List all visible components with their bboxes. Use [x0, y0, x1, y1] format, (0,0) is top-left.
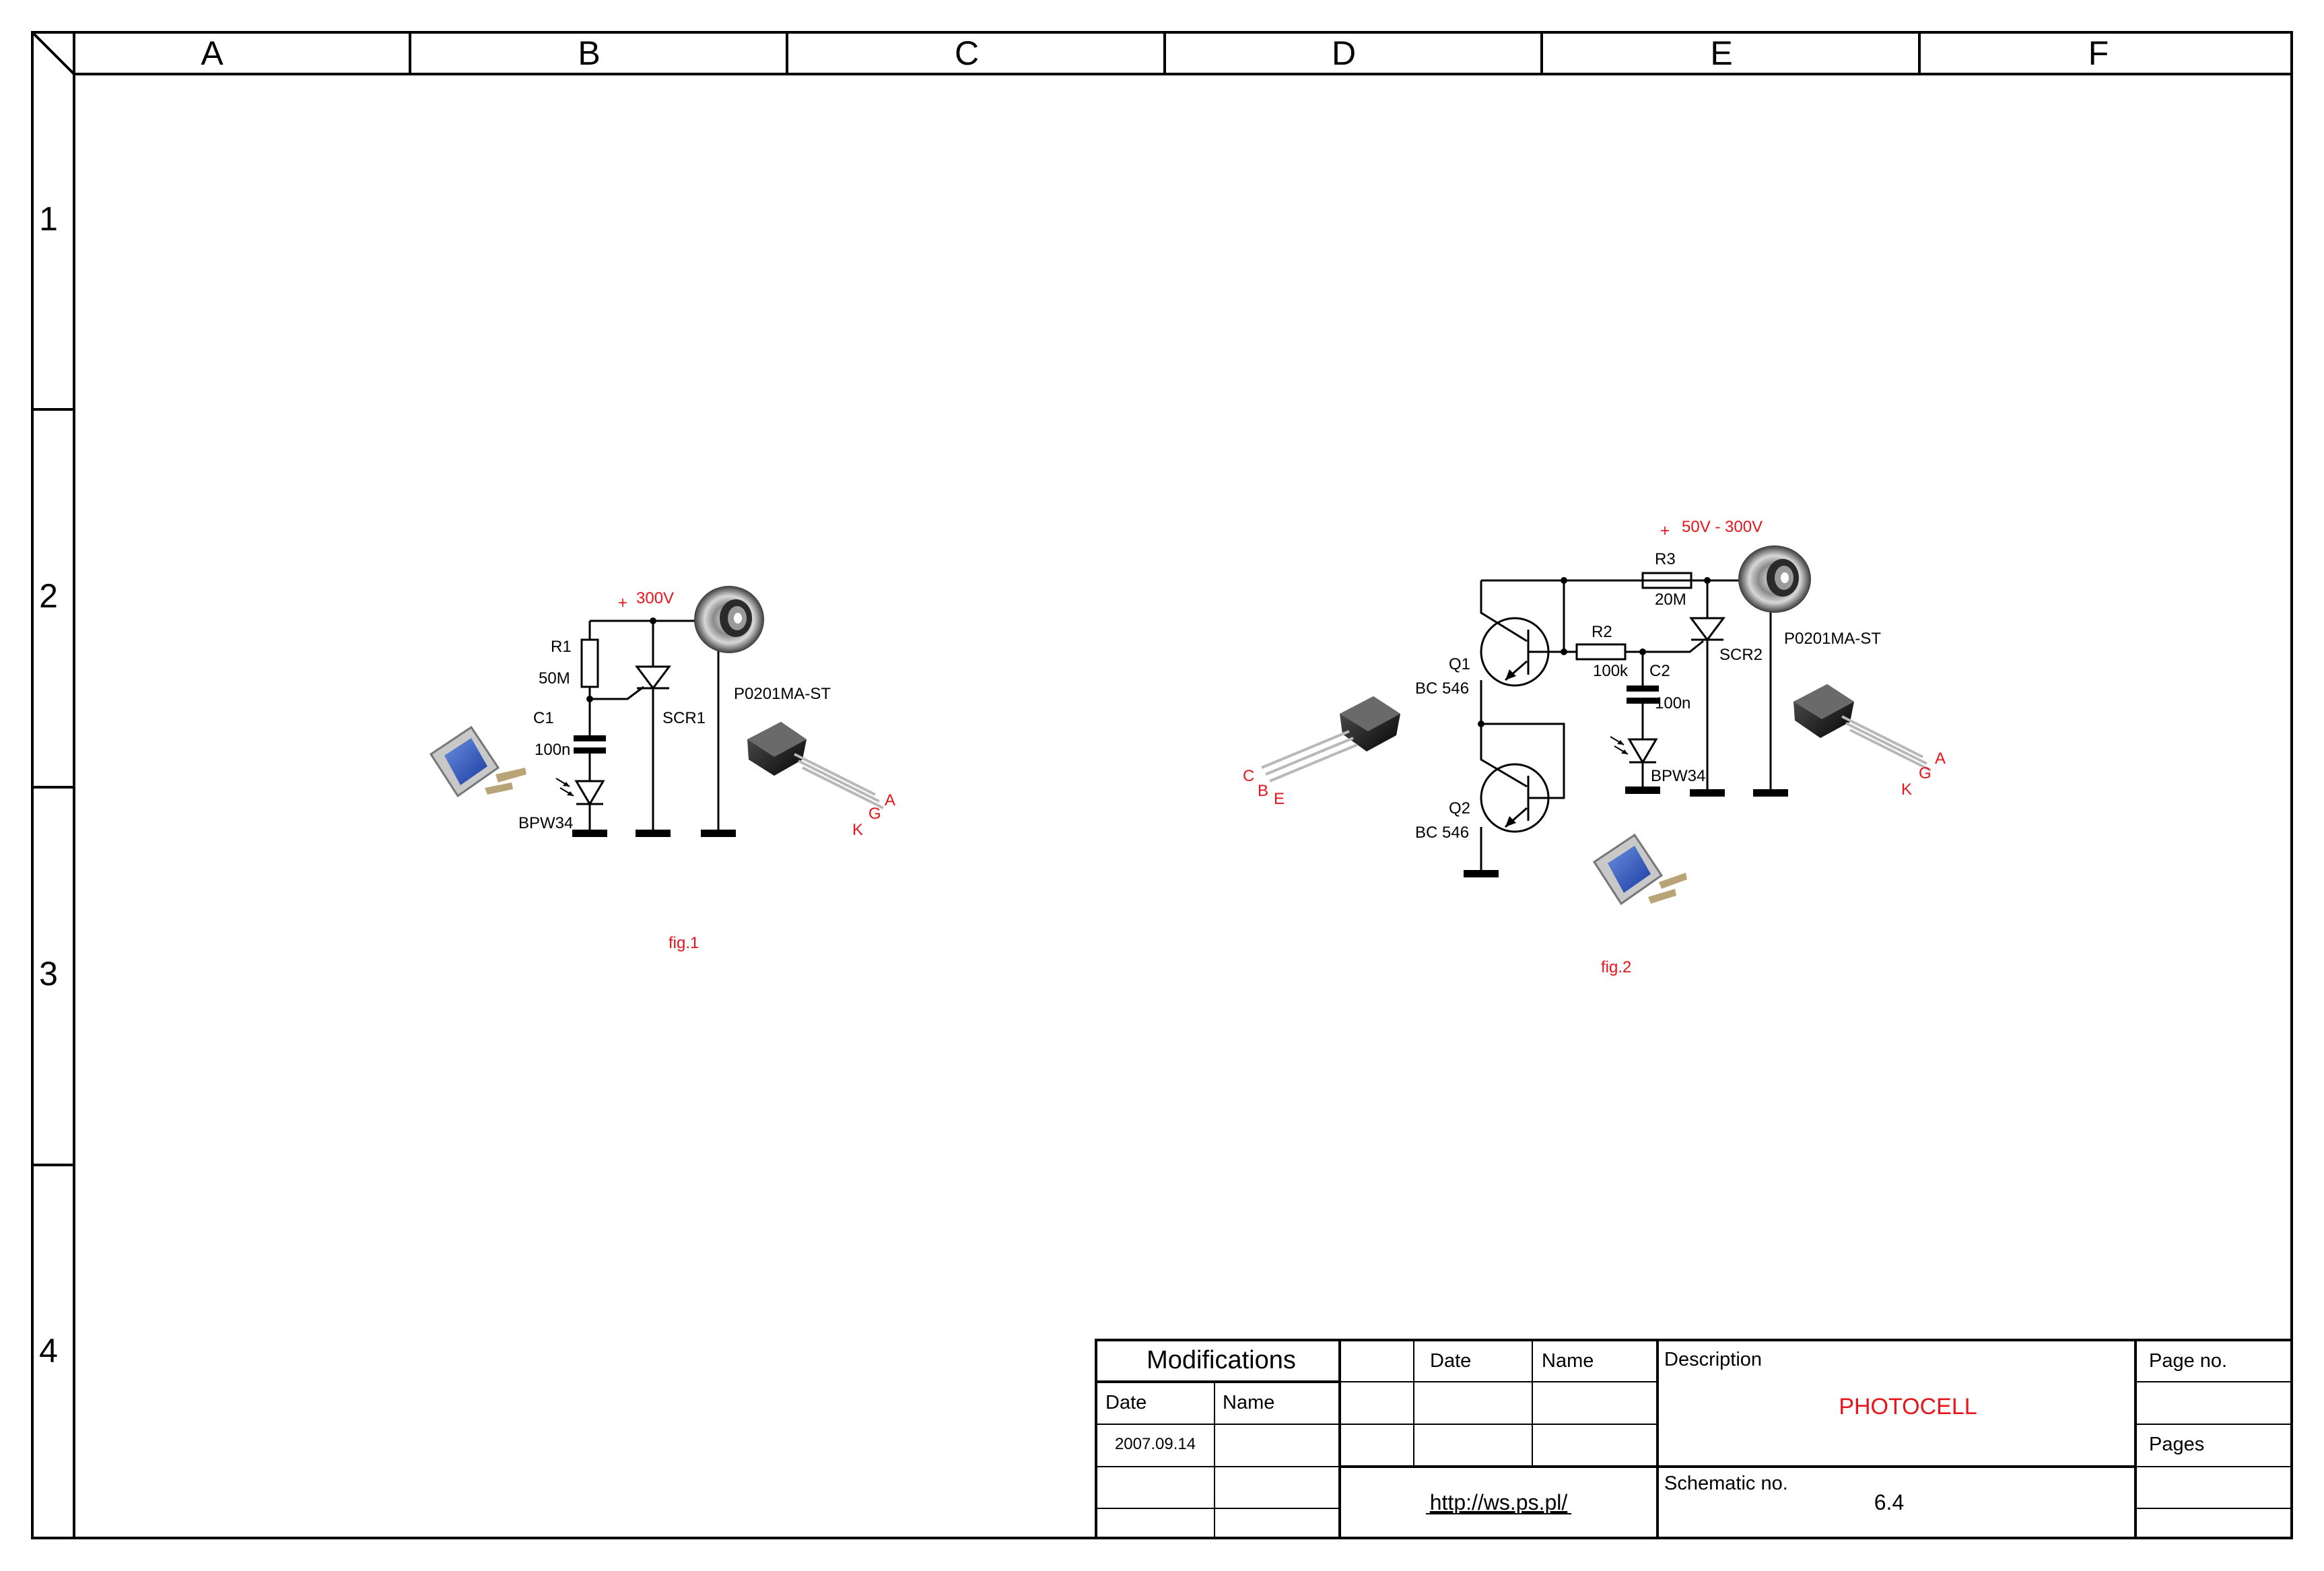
- fig1-plus-sign: +: [618, 594, 627, 612]
- fig2-circuit: [1464, 572, 1788, 877]
- column-label-c: C: [955, 34, 979, 72]
- fig2-q1-type: BC 546: [1415, 679, 1469, 698]
- column-label-d: D: [1332, 34, 1356, 72]
- fig2-photodiode-image: [1592, 833, 1687, 906]
- column-labels: A B C D E F: [201, 34, 2109, 72]
- fig2-r3-value: 20M: [1655, 591, 1686, 609]
- q2-transistor-symbol: [1480, 763, 1550, 833]
- row-labels: 1 2 3 4: [39, 200, 58, 1370]
- fig1-photodiode-image: [429, 725, 526, 798]
- fig1-thyristor-part: P0201MA-ST: [734, 685, 831, 703]
- row-label-1: 1: [39, 200, 58, 238]
- fig1-scr1-ref: SCR1: [662, 709, 706, 727]
- column-label-b: B: [578, 34, 600, 72]
- name-header-2: Name: [1542, 1350, 1594, 1372]
- r1-resistor: [580, 638, 599, 688]
- page-no-label: Page no.: [2149, 1350, 2227, 1372]
- fig2-q2-type: BC 546: [1415, 824, 1469, 842]
- fig2-pin-e: E: [1274, 790, 1285, 808]
- pages-label: Pages: [2149, 1434, 2204, 1455]
- fig2-pin-a: A: [1935, 749, 1946, 768]
- fig2-q1-ref: Q1: [1449, 655, 1470, 673]
- website-link[interactable]: http://ws.ps.pl/: [1430, 1490, 1568, 1514]
- c2-capacitor: [1627, 686, 1659, 692]
- column-label-f: F: [2088, 34, 2109, 72]
- fig2-caption: fig.2: [1601, 958, 1631, 976]
- row-label-3: 3: [39, 955, 58, 993]
- mod-date-header: Date: [1105, 1392, 1147, 1413]
- mod-name-header: Name: [1223, 1392, 1274, 1413]
- fig2-pin-b: B: [1258, 782, 1268, 800]
- fig1-c1-ref: C1: [533, 709, 554, 727]
- fig2-transistor-package-image: [1261, 696, 1400, 782]
- fig1-voltage-label: 300V: [636, 589, 674, 607]
- fig2-c2-value: 100n: [1655, 694, 1690, 712]
- fig1-bpw34-label: BPW34: [518, 814, 573, 832]
- fig1-r1-ref: R1: [551, 638, 572, 656]
- fig1-c1-value: 100n: [535, 741, 570, 759]
- fig2-pin-k: K: [1901, 780, 1912, 799]
- fig1-pin-k: K: [852, 821, 863, 839]
- fig2-bpw34-label: BPW34: [1651, 767, 1705, 785]
- fig2-voltage-label: 50V - 300V: [1682, 518, 1763, 536]
- schematic-no-value: 6.4: [1874, 1490, 1904, 1514]
- fig2-bpw34-diode-symbol: [1627, 738, 1658, 764]
- scr1-symbol: [635, 665, 671, 690]
- fig2-r2-value: 100k: [1593, 662, 1629, 680]
- scr2-symbol: [1689, 617, 1725, 642]
- c1-capacitor: [574, 735, 606, 741]
- r2-resistor: [1575, 643, 1627, 661]
- fig1-caption: fig.1: [669, 934, 699, 952]
- sheet-frame: [31, 31, 2293, 1539]
- fig1-pin-a: A: [885, 791, 895, 809]
- fig1-circuit: [555, 617, 736, 837]
- fig1-thyristor-package-image: [747, 722, 884, 809]
- fig2-thyristor-part: P0201MA-ST: [1784, 630, 1881, 648]
- fig2-scr2-ref: SCR2: [1719, 646, 1763, 664]
- modifications-heading: Modifications: [1147, 1346, 1296, 1374]
- bpw34-diode-symbol: [574, 780, 605, 806]
- fig2-q2-ref: Q2: [1449, 799, 1470, 817]
- drawing-title: PHOTOCELL: [1839, 1394, 1977, 1419]
- fig2-r3-ref: R3: [1655, 550, 1676, 568]
- fig2-labels: + 50V - 300V R3 20M R2 100k C2 100n SCR2…: [1243, 518, 1946, 976]
- fig2-pin-c: C: [1243, 767, 1254, 785]
- mod-date-value: 2007.09.14: [1115, 1435, 1196, 1453]
- fig2-pin-g: G: [1919, 764, 1932, 782]
- fig2-c2-ref: C2: [1649, 662, 1670, 680]
- title-block-text: Modifications Date Name 2007.09.14 Date …: [1105, 1346, 2227, 1514]
- fig2-r2-ref: R2: [1592, 623, 1612, 641]
- column-label-e: E: [1710, 34, 1732, 72]
- schematic-no-label: Schematic no.: [1664, 1473, 1788, 1494]
- fig1-r1-value: 50M: [539, 669, 570, 688]
- fig1-buzzer-image: [694, 586, 764, 653]
- column-label-a: A: [201, 34, 224, 72]
- fig2-plus-sign: +: [1660, 522, 1670, 540]
- title-block: [1095, 1339, 2293, 1539]
- fig2-thyristor-package-image: [1793, 684, 1932, 772]
- description-label: Description: [1664, 1349, 1762, 1370]
- row-label-4: 4: [39, 1332, 58, 1370]
- fig1-pin-g: G: [868, 805, 881, 823]
- row-label-2: 2: [39, 577, 58, 615]
- date-header-2: Date: [1430, 1350, 1471, 1372]
- fig2-buzzer-image: [1738, 545, 1811, 613]
- fig1-labels: + 300V R1 50M C1 100n SCR1 BPW34 P0201MA…: [518, 589, 895, 952]
